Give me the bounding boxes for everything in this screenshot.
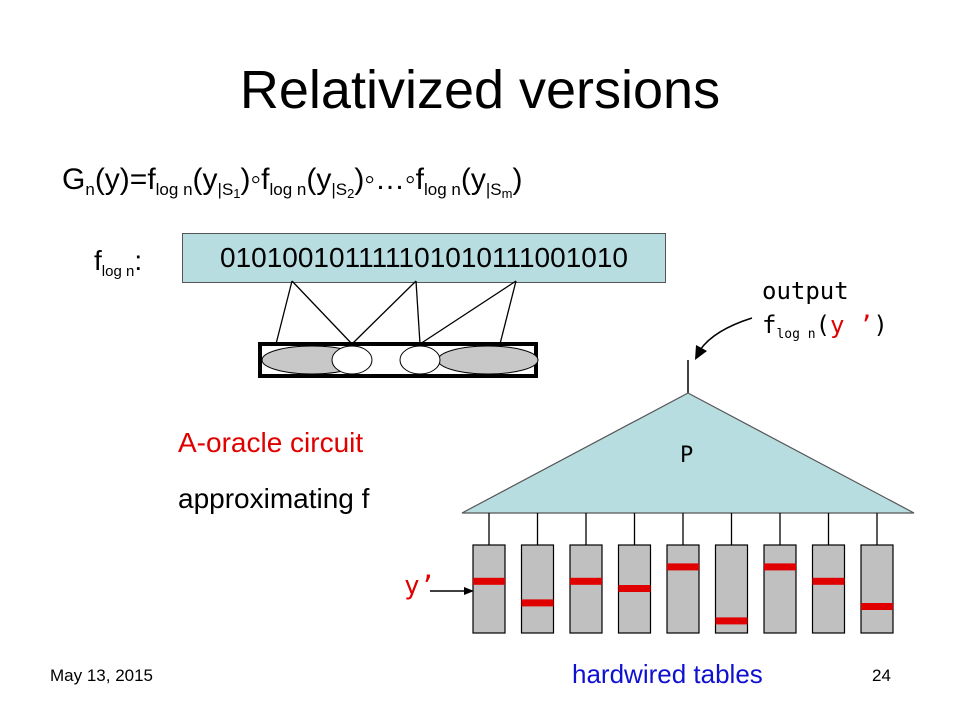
formula-index-1: 1 — [233, 186, 241, 201]
y-prime-arrowhead — [464, 587, 474, 595]
output-label-line1: output — [762, 277, 849, 305]
table-entry-marker — [570, 577, 602, 585]
slide-date: May 13, 2015 — [50, 666, 154, 685]
output-label: output flog n(y ’) — [762, 274, 888, 352]
table-wires — [488, 513, 878, 545]
table-entry-marker — [521, 599, 554, 607]
hardwired-table — [811, 544, 846, 634]
f-log-n-label: flog n: — [94, 244, 142, 289]
table-entry-marker — [715, 617, 748, 625]
output-f: f — [762, 311, 777, 339]
projection-line — [499, 280, 517, 345]
formula-sub-n: n — [85, 180, 95, 199]
subset-ellipse — [437, 345, 539, 375]
formula-bar-s-m: |S — [485, 180, 502, 199]
f-label-f: f — [94, 245, 102, 276]
circuit-label-black: approximating f — [178, 483, 370, 514]
formula-sub-logn-3: log n — [423, 180, 461, 199]
slide-title: Relativized versions — [239, 60, 721, 120]
projection-line — [351, 280, 417, 345]
formula-sub-logn-1: log n — [155, 180, 193, 199]
truth-table-bitstring: 010100101111101010111001010 — [182, 233, 666, 283]
formula-compose-1: )◦f — [240, 163, 270, 196]
hardwired-table — [666, 544, 700, 634]
table-entry-marker — [473, 577, 505, 585]
output-y-prime: y ’ — [830, 311, 874, 339]
f-label-sub: log n — [101, 263, 135, 280]
hardwired-tables-label: hardwired tables — [572, 659, 763, 689]
hardwired-table — [763, 544, 797, 634]
slide-page-number: 24 — [872, 666, 891, 685]
f-label-colon: : — [134, 245, 143, 276]
restriction-bar — [258, 342, 539, 378]
table-entry-marker — [618, 585, 651, 592]
formula-paren-y-3: (y — [460, 163, 486, 196]
formula-close: ) — [512, 163, 523, 196]
formula-compose-dots: )◦…◦f — [354, 163, 424, 196]
output-sub: log n — [776, 327, 816, 342]
output-arrowhead — [695, 345, 707, 360]
table-entry-marker — [667, 563, 699, 571]
output-label-line2: flog n(y ’) — [762, 308, 888, 352]
hardwired-table — [860, 544, 894, 634]
circuit-p-label: P — [680, 443, 694, 468]
output-paren-close: ) — [873, 311, 888, 339]
formula-paren-y-1: (y — [192, 163, 218, 196]
subset-ellipse — [331, 345, 373, 375]
table-entry-marker — [861, 603, 893, 610]
formula-G: G — [62, 163, 86, 196]
projection-line — [415, 280, 421, 345]
hardwired-table — [520, 544, 555, 634]
output-paren-open: ( — [815, 311, 831, 339]
output-arrow — [699, 317, 753, 351]
formula-bar-s-1: |S — [217, 180, 234, 199]
table-entry-marker — [764, 563, 796, 571]
formula-y-open: (y)=f — [94, 163, 156, 196]
formula-bar-s-2: |S — [331, 180, 348, 199]
projection-line — [275, 280, 293, 345]
formula-index-2: 2 — [347, 186, 355, 201]
projection-line — [291, 280, 353, 345]
generator-formula: Gn(y)=flog n(y|S1)◦flog n(y|S2)◦…◦flog n… — [62, 160, 522, 214]
circuit-label-red: A-oracle circuit — [178, 427, 364, 458]
formula-sub-logn-2: log n — [269, 180, 307, 199]
y-prime-label: y’ — [404, 571, 436, 601]
formula-index-m: m — [501, 186, 513, 201]
circuit-triangle — [461, 392, 915, 514]
projection-line — [419, 280, 517, 345]
hardwired-tables — [472, 544, 894, 634]
hardwired-table — [472, 544, 506, 634]
hardwired-table — [569, 544, 603, 634]
formula-paren-y-2: (y — [306, 163, 332, 196]
table-entry-marker — [812, 577, 845, 585]
subset-ellipse — [399, 345, 441, 375]
